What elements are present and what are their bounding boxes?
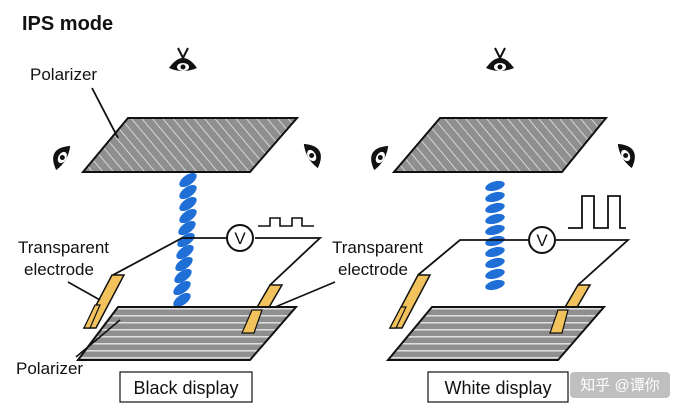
left-electrode — [83, 304, 101, 329]
caption-box — [427, 371, 569, 403]
eye-icon — [169, 47, 197, 71]
right-electrode — [549, 309, 569, 334]
leader-line — [67, 281, 101, 301]
waveform-small — [258, 217, 314, 227]
top-polarizer — [391, 117, 609, 173]
wire — [417, 239, 528, 276]
transparent-electrode-label: Transparent — [332, 238, 423, 257]
voltmeter-label: V — [234, 229, 246, 248]
waveform-large — [568, 195, 626, 229]
bottom-polarizer — [75, 306, 299, 361]
voltmeter-label: V — [536, 231, 548, 250]
right-panel: V White display — [371, 47, 635, 403]
wire — [112, 237, 228, 276]
leader-line — [75, 319, 121, 358]
liquid-crystal-helix — [485, 180, 505, 291]
eye-icon — [371, 145, 389, 171]
left-electrode — [389, 306, 407, 329]
polarizer-top-label: Polarizer — [30, 65, 97, 84]
watermark-text: 知乎 @谭你 — [580, 377, 659, 394]
eye-icon — [617, 143, 635, 169]
polarizer-bottom-label: Polarizer — [16, 359, 83, 378]
right-electrode — [241, 309, 263, 334]
transparent-electrode-label: electrode — [24, 260, 94, 279]
watermark: 知乎 @谭你 — [570, 372, 670, 398]
liquid-crystal-helix — [173, 172, 197, 308]
eye-icon — [486, 47, 514, 71]
caption-black-display: Black display — [133, 378, 238, 398]
wire — [255, 237, 323, 286]
voltmeter — [226, 224, 254, 252]
caption-white-display: White display — [444, 378, 551, 398]
eye-icon — [53, 145, 71, 171]
leader-line — [91, 87, 119, 139]
caption-box — [119, 371, 253, 403]
leader-line — [267, 281, 336, 311]
bottom-polarizer — [385, 306, 607, 361]
transparent-electrode-label: Transparent — [18, 238, 109, 257]
diagram-title: IPS mode — [22, 13, 113, 35]
left-panel: Polarizer V Transparent electrode — [16, 47, 423, 403]
wire — [556, 239, 631, 286]
top-polarizer — [80, 117, 300, 173]
eye-icon — [303, 143, 321, 169]
voltmeter — [528, 226, 556, 254]
transparent-electrode-label: electrode — [338, 260, 408, 279]
